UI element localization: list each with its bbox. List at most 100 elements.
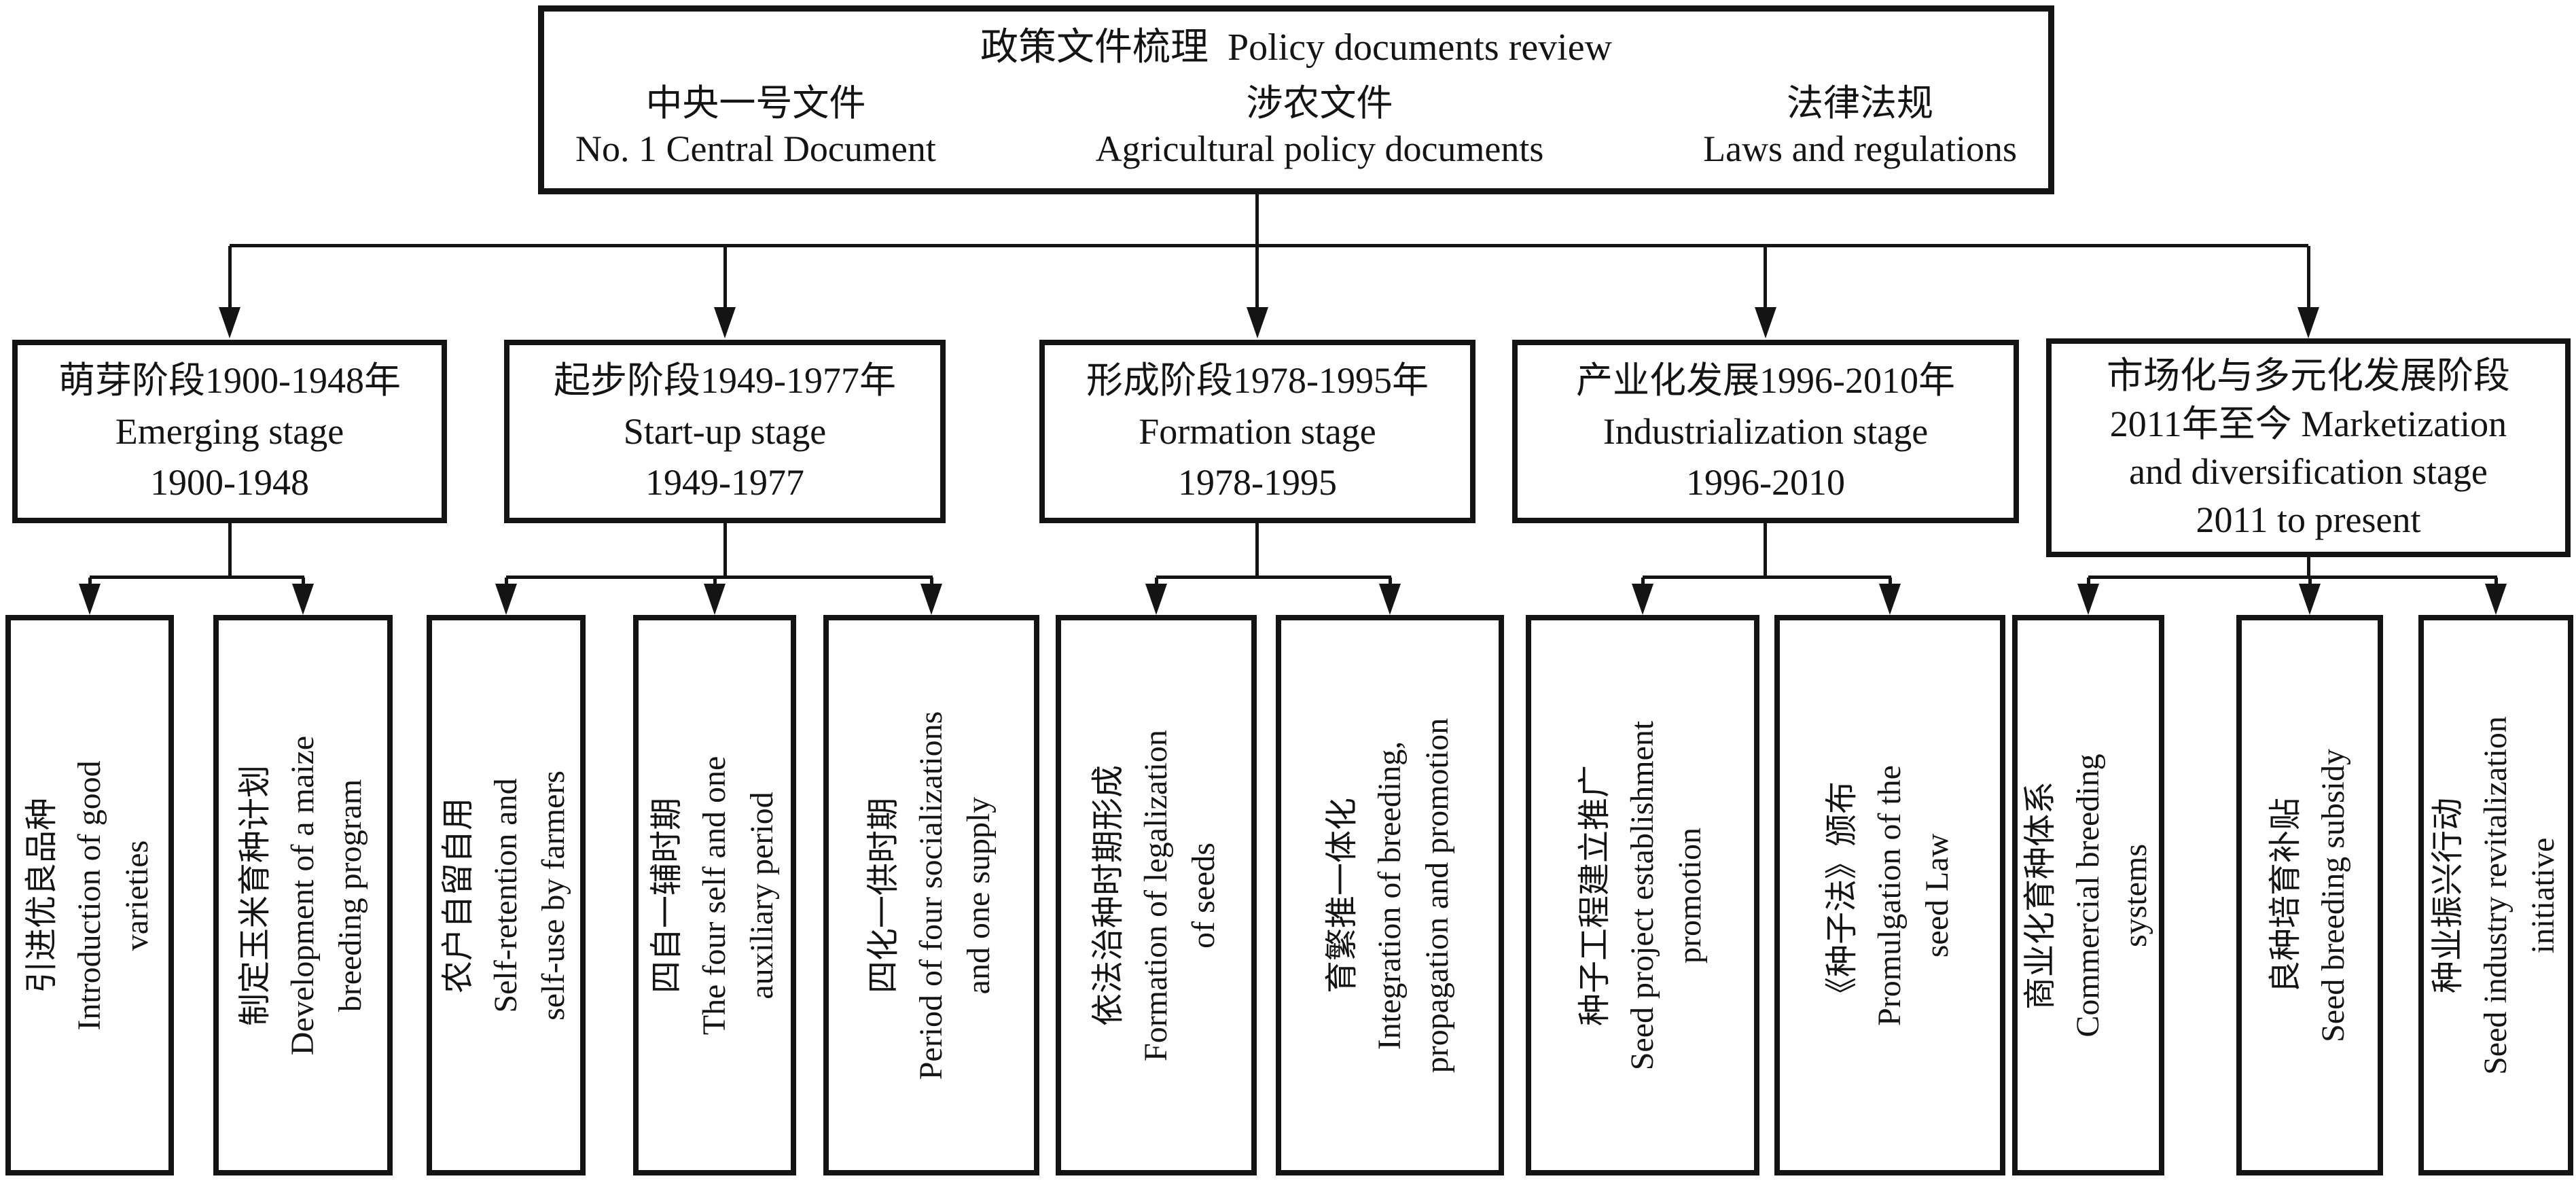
item-line: breeding program xyxy=(332,779,368,1012)
stage-line: 市场化与多元化发展阶段 xyxy=(2107,355,2510,397)
stage-box-startup: 起步阶段1949-1977年 Start-up stage 1949-1977 xyxy=(504,340,946,523)
item-text: 农户自留自用 Self-retention and self-use by fa… xyxy=(435,771,577,1021)
item-line: Development of a maize xyxy=(285,735,321,1055)
stage-line: Start-up stage xyxy=(623,410,827,452)
item-line: promotion xyxy=(1672,827,1708,963)
arrow-head-icon xyxy=(1632,584,1653,615)
stage-line: 起步阶段1949-1977年 xyxy=(554,359,896,401)
item-box-maize-breeding-program: 制定玉米育种计划 Development of a maize breeding… xyxy=(213,615,393,1175)
item-line: Commercial breeding xyxy=(2070,753,2106,1038)
item-box-four-socializations-one-supply: 四化一供时期 Period of four socializations and… xyxy=(823,615,1039,1175)
arrow-head-icon xyxy=(2297,307,2319,338)
branch-line-formation xyxy=(1156,576,1391,579)
column-label-cn: 中央一号文件 xyxy=(645,82,866,124)
stub-line-stage3 xyxy=(1255,523,1259,579)
stage-box-emerging: 萌芽阶段1900-1948年 Emerging stage 1900-1948 xyxy=(12,340,447,523)
item-box-seed-law: 《种子法》颁布 Promulgation of the seed Law xyxy=(1774,615,2005,1175)
column-laws-regulations: 法律法规 Laws and regulations xyxy=(1703,81,2017,173)
item-line: 四化一供时期 xyxy=(865,797,901,993)
item-text-wrap: 商业化育种体系 Commercial breeding systems xyxy=(2018,620,2159,1170)
figure-title-en: Policy documents review xyxy=(1227,26,1613,69)
arrow-head-icon xyxy=(2299,584,2321,615)
item-line: 农户自留自用 xyxy=(440,797,476,993)
item-line: 育繁推一体化 xyxy=(1324,797,1360,993)
item-box-self-retention: 农户自留自用 Self-retention and self-use by fa… xyxy=(427,615,586,1175)
figure-title-cn: 政策文件梳理 xyxy=(980,26,1209,69)
column-label-cn: 法律法规 xyxy=(1787,82,1934,124)
stage-text: 产业化发展1996-2010年 Industrialization stage … xyxy=(1518,345,2014,518)
item-text: 四化一供时期 Period of four socializations and… xyxy=(860,711,1003,1080)
item-line: 商业化育种体系 xyxy=(2022,781,2058,1010)
document-type-columns: 中央一号文件 No. 1 Central Document 涉农文件 Agric… xyxy=(575,81,2017,173)
item-text-wrap: 良种培育补贴 Seed breeding subsidy xyxy=(2242,620,2378,1170)
item-line: 引进优良品种 xyxy=(24,797,60,993)
arrow-head-icon xyxy=(292,584,314,615)
item-line: Seed industry revitalization xyxy=(2477,715,2514,1075)
arrow-head-icon xyxy=(1755,307,1776,338)
level1-branch-line xyxy=(230,244,2308,247)
item-text: 制定玉米育种计划 Development of a maize breeding… xyxy=(232,735,374,1055)
item-line: auxiliary period xyxy=(744,791,780,1000)
item-box-commercial-breeding: 商业化育种体系 Commercial breeding systems xyxy=(2012,615,2164,1175)
stub-line-stage1 xyxy=(228,523,232,579)
arrow-head-icon xyxy=(1379,584,1401,615)
arrow-shaft-stage4 xyxy=(1764,246,1767,311)
branch-line-industrialization xyxy=(1643,576,1891,579)
item-text-wrap: 四自一辅时期 The four self and one auxiliary p… xyxy=(639,620,791,1170)
policy-review-content: 政策文件梳理 Policy documents review 中央一号文件 No.… xyxy=(544,12,2048,188)
item-line: 依法治种时期形成 xyxy=(1090,764,1126,1026)
item-line: initiative xyxy=(2525,837,2561,953)
item-line: Seed project establishment xyxy=(1624,720,1660,1070)
arrow-head-icon xyxy=(920,584,942,615)
arrow-head-icon xyxy=(714,307,736,338)
item-box-four-self-one-auxiliary: 四自一辅时期 The four self and one auxiliary p… xyxy=(633,615,796,1175)
item-text: 育繁推一体化 Integration of breeding, propagat… xyxy=(1319,718,1461,1073)
item-line: Promulgation of the xyxy=(1872,764,1908,1026)
item-line: Integration of breeding, xyxy=(1372,741,1408,1050)
figure-title: 政策文件梳理 Policy documents review xyxy=(575,26,2017,69)
item-line: and one supply xyxy=(961,796,997,994)
item-box-seed-breeding-subsidy: 良种培育补贴 Seed breeding subsidy xyxy=(2236,615,2383,1175)
stage-box-marketization: 市场化与多元化发展阶段 2011年至今 Marketization and di… xyxy=(2046,338,2571,557)
stage-line: 产业化发展1996-2010年 xyxy=(1576,359,1955,401)
column-central-document: 中央一号文件 No. 1 Central Document xyxy=(575,81,936,173)
arrow-head-icon xyxy=(495,584,517,615)
item-text: 种业振兴行动 Seed industry revitalization init… xyxy=(2425,716,2567,1075)
branch-line-emerging xyxy=(90,576,304,579)
item-line: propagation and promotion xyxy=(1419,718,1455,1073)
stage-line: 2011 to present xyxy=(2196,499,2421,540)
column-label-cn: 涉农文件 xyxy=(1246,82,1393,124)
arrow-shaft-stage1 xyxy=(228,246,232,311)
stage-line: Formation stage xyxy=(1139,410,1376,452)
trunk-line xyxy=(1255,194,1259,246)
item-box-seed-industry-revitalization: 种业振兴行动 Seed industry revitalization init… xyxy=(2418,615,2573,1175)
arrow-head-icon xyxy=(704,584,726,615)
stub-line-stage5 xyxy=(2307,557,2310,579)
arrow-head-icon xyxy=(2485,584,2507,615)
item-line: self-use by farmers xyxy=(535,770,571,1021)
branch-line-startup xyxy=(506,576,933,579)
stage-box-formation: 形成阶段1978-1995年 Formation stage 1978-1995 xyxy=(1039,340,1475,523)
item-line: 《种子法》颁布 xyxy=(1824,781,1860,1010)
arrow-head-icon xyxy=(79,584,101,615)
item-text: 良种培育补贴 Seed breeding subsidy xyxy=(2262,749,2357,1042)
item-text-wrap: 制定玉米育种计划 Development of a maize breeding… xyxy=(219,620,387,1170)
branch-line-marketization xyxy=(2088,576,2497,579)
stage-line: 2011年至今 Marketization xyxy=(2109,403,2507,444)
item-text-wrap: 依法治种时期形成 Formation of legalization of se… xyxy=(1061,620,1251,1170)
item-text: 引进优良品种 Introduction of good varieties xyxy=(18,760,161,1030)
stage-line: and diversification stage xyxy=(2129,451,2488,493)
item-line: seed Law xyxy=(1919,833,1955,957)
item-line: The four self and one xyxy=(696,756,732,1035)
stage-text: 萌芽阶段1900-1948年 Emerging stage 1900-1948 xyxy=(18,345,442,518)
item-line: of seeds xyxy=(1185,842,1221,949)
arrow-head-icon xyxy=(1879,584,1901,615)
item-line: 制定玉米育种计划 xyxy=(237,764,273,1026)
item-line: 四自一辅时期 xyxy=(649,797,685,993)
item-text-wrap: 种子工程建立推广 Seed project establishment prom… xyxy=(1531,620,1754,1170)
arrow-shaft-stage5 xyxy=(2307,246,2310,311)
arrow-shaft-stage2 xyxy=(723,246,727,311)
stage-line: Emerging stage xyxy=(115,410,344,452)
item-line: Introduction of good xyxy=(71,760,107,1031)
stage-line: 1996-2010 xyxy=(1686,461,1845,503)
